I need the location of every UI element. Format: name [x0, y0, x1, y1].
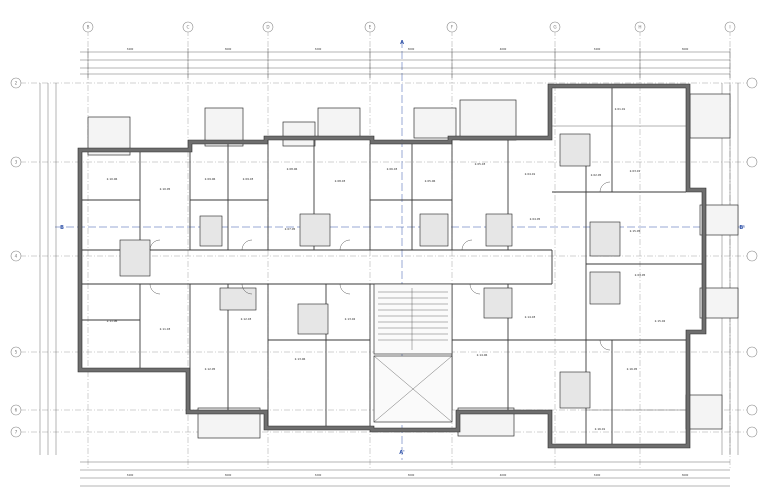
- bottom-dimension: 3000: [408, 473, 415, 477]
- room-label: 2.14.03: [525, 315, 536, 319]
- room-label: 2.10.05: [160, 187, 171, 191]
- section-mark-left: B: [60, 225, 64, 231]
- axis-label-f: F: [451, 25, 454, 30]
- bottom-dimension: 4000: [500, 473, 507, 477]
- doors: [149, 181, 611, 351]
- bottom-dimension: 3200: [315, 473, 322, 477]
- room-label: 2.05.03: [475, 162, 486, 166]
- axis-label-6: 6: [15, 408, 18, 413]
- room-label: 2.09.03: [243, 177, 254, 181]
- room-label: 2.14.06: [477, 353, 488, 357]
- room-label: 2.11.03: [160, 327, 171, 331]
- bottom-dimension: 3400: [127, 473, 134, 477]
- room-label: 2.01.01: [615, 107, 626, 111]
- room-label: 2.07.05: [285, 227, 296, 231]
- room-label: 2.15.05: [630, 229, 641, 233]
- section-mark-right: B': [739, 225, 745, 231]
- axis-label-4: 4: [15, 254, 18, 259]
- axis-label-i: I: [729, 25, 730, 30]
- room-label: 2.10.06: [107, 177, 118, 181]
- axis-label-c: C: [187, 25, 190, 30]
- room-label: 2.04.01: [525, 172, 536, 176]
- room-label: 2.16.05: [627, 367, 638, 371]
- bottom-dimension-chain: 3400 3600 3200 3000 4000 3400 3600: [80, 461, 730, 487]
- top-dimension: 3400: [127, 47, 134, 51]
- room-label: 2.15.02: [655, 319, 666, 323]
- axis-label-7: 7: [15, 430, 18, 435]
- room-label: 2.08.03: [335, 179, 346, 183]
- top-dimension: 3600: [682, 47, 689, 51]
- top-dimension: 3000: [408, 47, 415, 51]
- axis-label-2: 2: [15, 81, 18, 86]
- axis-label-e: E: [369, 25, 372, 30]
- room-label: 2.11.06: [107, 319, 118, 323]
- axis-label-h: H: [638, 25, 641, 30]
- top-dimension-chain: 3400 3600 3200 3000 4000 3400 3600: [80, 47, 731, 78]
- room-label: 2.13.02: [345, 317, 356, 321]
- room-label: 2.02.05: [591, 173, 602, 177]
- stairwell: [373, 283, 453, 423]
- room-label: 2.12.03: [241, 317, 252, 321]
- room-labels: 2.10.06 2.10.05 2.09.06 2.09.03 2.08.06 …: [107, 107, 666, 431]
- top-dimension: 3200: [315, 47, 322, 51]
- axis-label-g: G: [553, 25, 556, 30]
- room-label: 2.08.06: [287, 167, 298, 171]
- room-label: 2.03.01: [630, 169, 641, 173]
- bottom-dimension: 3400: [594, 473, 601, 477]
- axis-label-5: 5: [15, 350, 18, 355]
- axis-label-b: B: [87, 25, 90, 30]
- balconies: [87, 93, 739, 439]
- room-label: 2.16.01: [595, 427, 606, 431]
- axis-row-bubbles: 2 3 4 5 6 7: [10, 77, 758, 438]
- axis-label-d: D: [266, 25, 269, 30]
- room-label: 2.04.05: [530, 217, 541, 221]
- axis-column-bubbles: B C D E F G H I: [82, 21, 736, 33]
- top-dimension: 4000: [500, 47, 507, 51]
- axis-label-3: 3: [15, 160, 18, 165]
- bottom-dimension: 3600: [225, 473, 232, 477]
- side-dimension-chains: [39, 83, 739, 455]
- room-label: 2.05.06: [425, 179, 436, 183]
- room-label: 2.03.05: [635, 273, 646, 277]
- top-dimension: 3600: [225, 47, 232, 51]
- section-marks: A A' B B': [60, 40, 745, 456]
- section-mark-bottom: A': [399, 450, 405, 456]
- room-label: 2.06.03: [387, 167, 398, 171]
- bottom-dimension: 3600: [682, 473, 689, 477]
- room-label: 2.09.06: [205, 177, 216, 181]
- room-label: 2.12.05: [205, 367, 216, 371]
- section-mark-top: A: [400, 40, 404, 46]
- top-dimension: 3400: [594, 47, 601, 51]
- room-label: 2.13.06: [295, 357, 306, 361]
